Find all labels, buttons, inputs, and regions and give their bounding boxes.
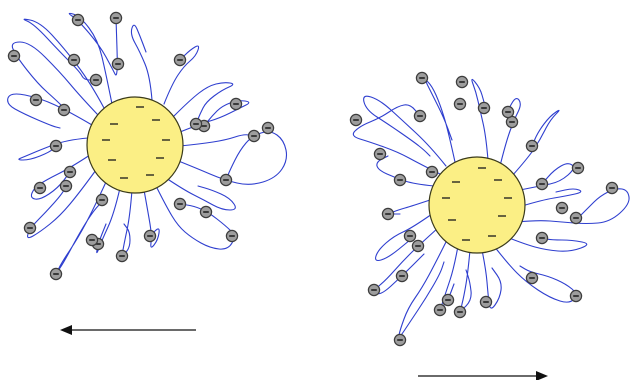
circle-minus-icon xyxy=(350,114,361,125)
circle-minus-icon xyxy=(502,106,513,117)
circle-minus-icon xyxy=(454,306,465,317)
circle-minus-icon xyxy=(190,118,201,129)
circle-minus-icon xyxy=(24,222,35,233)
circle-minus-icon xyxy=(404,230,415,241)
circle-minus-icon xyxy=(572,162,583,173)
circle-minus-icon xyxy=(536,178,547,189)
circle-minus-icon xyxy=(426,166,437,177)
circle-minus-icon xyxy=(60,180,71,191)
circle-minus-icon xyxy=(526,272,537,283)
circle-minus-icon xyxy=(220,174,231,185)
circle-minus-icon xyxy=(200,206,211,217)
circle-minus-icon xyxy=(34,182,45,193)
charged-core xyxy=(87,97,183,193)
circle-minus-icon xyxy=(230,98,241,109)
surfactant-tail xyxy=(174,83,233,124)
surfactant-tail xyxy=(426,81,455,162)
circle-minus-icon xyxy=(382,208,393,219)
circle-minus-icon xyxy=(368,284,379,295)
circle-minus-icon xyxy=(416,72,427,83)
circle-minus-icon xyxy=(144,230,155,241)
charged-sphere-icon xyxy=(87,97,183,193)
circle-minus-icon xyxy=(90,74,101,85)
surfactant-tail xyxy=(123,190,132,254)
circle-minus-icon xyxy=(58,104,69,115)
surfactant-tail xyxy=(399,238,448,337)
surfactant-tail xyxy=(180,135,254,146)
circle-minus-icon xyxy=(262,122,273,133)
circle-minus-icon xyxy=(30,94,41,105)
circle-minus-icon xyxy=(50,268,61,279)
circle-minus-icon xyxy=(174,54,185,65)
circle-minus-icon xyxy=(86,234,97,245)
circle-minus-icon xyxy=(480,296,491,307)
circle-minus-icon xyxy=(556,202,567,213)
charged-core xyxy=(429,157,525,253)
circle-minus-icon xyxy=(414,110,425,121)
charged-sphere-icon xyxy=(429,157,525,253)
circle-minus-icon xyxy=(64,166,75,177)
surfactant-tail xyxy=(28,170,96,238)
micelle-right xyxy=(350,72,629,345)
motion-arrow-left xyxy=(60,325,196,335)
surfactant-tail xyxy=(131,25,152,100)
circle-minus-icon xyxy=(526,140,537,151)
surfactant-tail xyxy=(522,189,581,206)
circle-minus-icon xyxy=(570,290,581,301)
circle-minus-icon xyxy=(606,182,617,193)
circle-minus-icon xyxy=(112,58,123,69)
circle-minus-icon xyxy=(110,12,121,23)
circle-minus-icon xyxy=(96,194,107,205)
circle-minus-icon xyxy=(116,250,127,261)
micelle-left xyxy=(8,12,287,279)
circle-minus-icon xyxy=(226,230,237,241)
circle-minus-icon xyxy=(72,14,83,25)
circle-minus-icon xyxy=(174,198,185,209)
circle-minus-icon xyxy=(394,334,405,345)
circle-minus-icon xyxy=(8,50,19,61)
circle-minus-icon xyxy=(248,130,259,141)
circle-minus-icon xyxy=(536,232,547,243)
surfactant-tail xyxy=(391,200,430,214)
circle-minus-icon xyxy=(396,270,407,281)
circle-minus-icon xyxy=(50,140,61,151)
circle-minus-icon xyxy=(570,212,581,223)
circle-minus-icon xyxy=(434,304,445,315)
surfactant-tail xyxy=(376,214,432,261)
motion-arrow-right xyxy=(418,371,548,380)
surfactant-tail xyxy=(8,94,92,128)
circle-minus-icon xyxy=(456,76,467,87)
surfactant-tail xyxy=(176,132,287,184)
surfactant-tail xyxy=(462,250,472,309)
circle-minus-icon xyxy=(374,148,385,159)
circle-minus-icon xyxy=(68,54,79,65)
surfactant-tail xyxy=(472,79,488,160)
circle-minus-icon xyxy=(394,174,405,185)
circle-minus-icon xyxy=(442,294,453,305)
circle-minus-icon xyxy=(454,98,465,109)
circle-minus-icon xyxy=(478,102,489,113)
circle-minus-icon xyxy=(412,240,423,251)
